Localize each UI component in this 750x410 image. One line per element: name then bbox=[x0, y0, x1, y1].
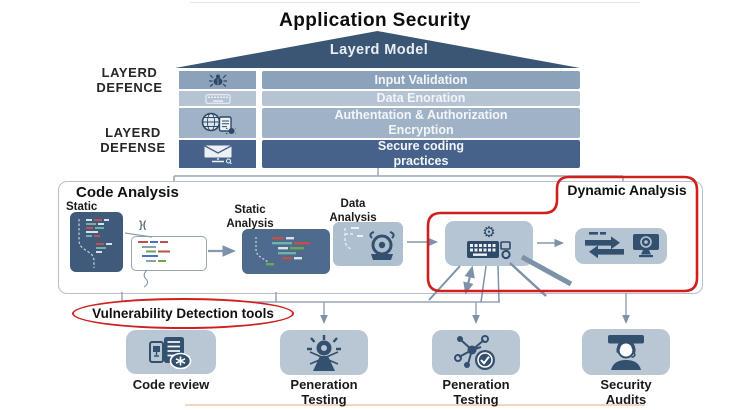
layered-defense-label: LAYERD DEFENSE bbox=[100, 125, 166, 156]
keyboard-scan-icon bbox=[467, 241, 511, 260]
pentest-label-1: Peneration Testing bbox=[290, 377, 358, 408]
data-analysis-icon bbox=[333, 222, 403, 266]
layer-data-enoration: Data Enoration bbox=[262, 91, 580, 106]
bug-icon bbox=[179, 71, 256, 89]
network-scan-icon bbox=[432, 330, 520, 375]
top-artifact-line bbox=[190, 2, 640, 3]
dynamic-scan-keyboard-box: ⚙ bbox=[445, 221, 533, 266]
layer-input-validation: Input Validation bbox=[262, 71, 580, 89]
layered-defence-label: LAYERD DEFENCE bbox=[96, 65, 163, 96]
dynamic-analysis-title: Dynamic Analysis bbox=[567, 182, 687, 198]
page-title: Application Security bbox=[279, 10, 471, 31]
vulnerability-detection-bubble: Vulnerability Detection tools bbox=[72, 298, 294, 329]
dynamic-exchange-box bbox=[575, 228, 667, 264]
layer-secure-coding: Secure coding practices bbox=[262, 139, 580, 168]
bottom-artifact-line bbox=[185, 404, 645, 406]
monitor-glyph bbox=[633, 234, 659, 258]
code-review-label: Code review bbox=[132, 377, 210, 392]
scanner-glyph bbox=[369, 231, 395, 260]
globe-document-icon bbox=[179, 108, 256, 138]
gear-icon: ⚙ bbox=[482, 223, 496, 241]
static-label: Static bbox=[66, 201, 98, 213]
code-snippet-panel bbox=[131, 236, 207, 271]
code-analysis-title: Code Analysis bbox=[76, 184, 179, 201]
security-audits-label: Security Audits bbox=[600, 377, 652, 408]
keyboard-icon bbox=[179, 91, 256, 106]
pyramid-roof-label: Layerd Model bbox=[329, 42, 429, 58]
pyramid-connector bbox=[173, 168, 624, 181]
data-analysis-label: Data Analysis bbox=[329, 198, 377, 224]
exchange-monitor-icon bbox=[585, 232, 659, 259]
static-code-editor-icon bbox=[70, 212, 123, 272]
code-glyph: }( bbox=[139, 220, 147, 231]
pentest-beacon-icon bbox=[280, 330, 368, 375]
static-analysis-icon bbox=[242, 229, 330, 274]
code-review-icon bbox=[126, 330, 216, 374]
security-auditor-icon bbox=[582, 329, 670, 375]
layer-authentication: Authentation & Authorization Encryption bbox=[262, 108, 580, 138]
secure-email-icon bbox=[179, 140, 256, 168]
static-analysis-label: Static Analysis bbox=[226, 204, 274, 230]
pentest-label-2: Peneration Testing bbox=[442, 377, 510, 408]
